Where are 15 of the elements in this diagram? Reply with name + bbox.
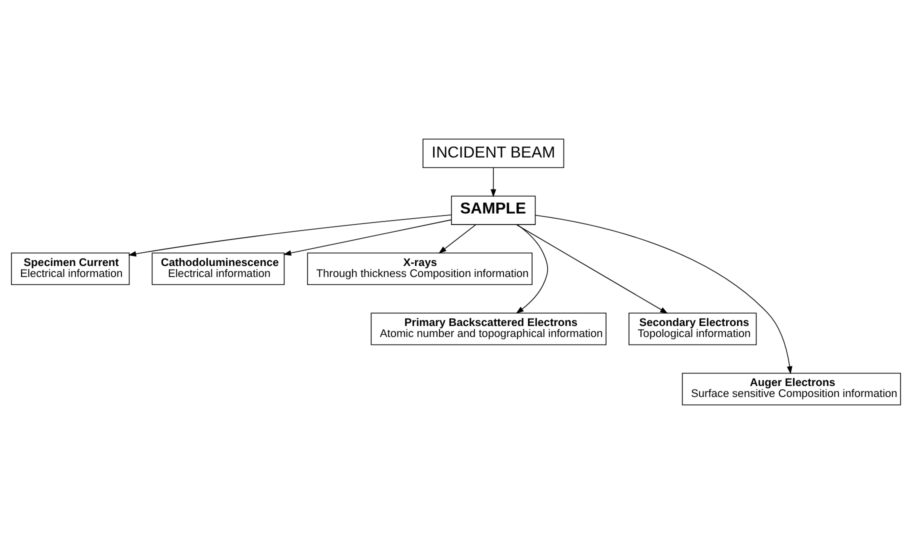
node-box: Secondary Electrons Topological information <box>628 312 757 346</box>
arrow <box>516 224 668 314</box>
arrow <box>535 214 792 374</box>
arrow <box>490 167 496 198</box>
arrow <box>516 224 548 314</box>
arrow <box>128 214 452 257</box>
node-box: SAMPLE <box>451 196 536 225</box>
arrow <box>438 224 476 254</box>
node-box: INCIDENT BEAM <box>422 138 564 168</box>
node-box: Specimen Current Electrical information <box>11 252 130 286</box>
node-box: Cathodoluminescence Electrical information <box>152 252 285 286</box>
node-box: Auger Electrons Surface sensitive Composition information <box>682 372 901 406</box>
node-box: Primary Backscattered Electrons Atomic number and topographical information <box>370 312 606 346</box>
arrow <box>283 219 452 256</box>
node-box: X-rays Through thickness Composition information <box>307 252 532 286</box>
